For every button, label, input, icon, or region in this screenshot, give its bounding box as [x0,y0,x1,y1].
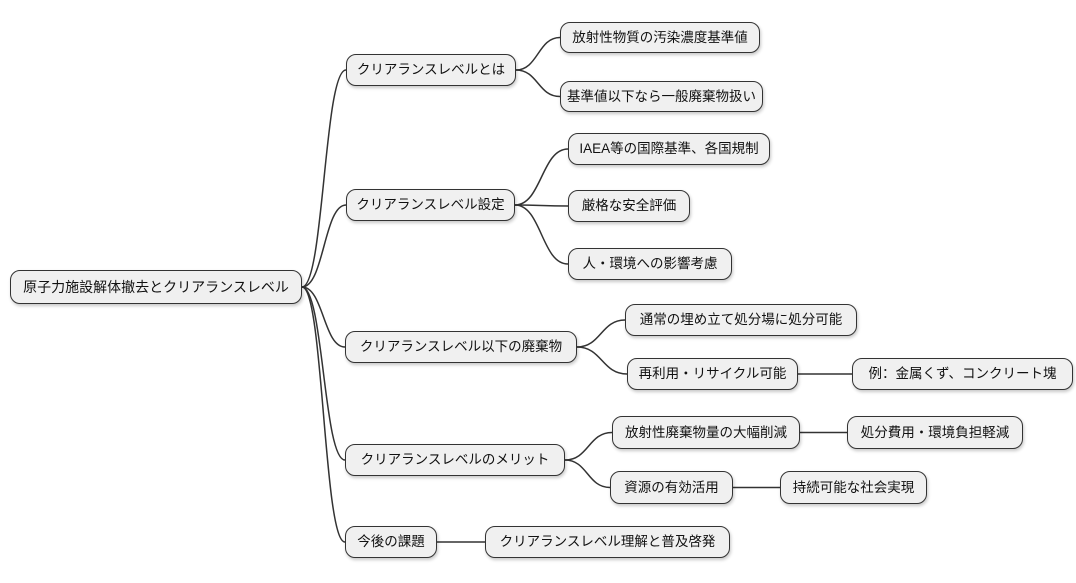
edge-root-b4 [301,286,346,461]
mindmap-node-c42: 資源の有効活用 [610,471,733,504]
edge-root-b1 [301,69,347,288]
mindmap-node-b4: クリアランスレベルのメリット [345,444,565,476]
mindmap-node-b2: クリアランスレベル設定 [346,189,515,221]
mindmap-node-c12: 基準値以下なら一般廃棄物扱い [560,81,763,112]
mindmap-node-d411: 処分費用・環境負担軽減 [847,416,1023,449]
mindmap-node-c32: 再利用・リサイクル可能 [627,358,798,390]
mindmap-node-b5: 今後の課題 [345,526,437,558]
edge-b4-c42 [564,459,611,489]
mindmap-node-c31: 通常の埋め立て処分場に処分可能 [625,304,857,336]
edge-b4-c41 [564,431,613,461]
edge-b1-c12 [515,69,561,98]
edge-root-b3 [301,286,346,348]
mindmap-node-root: 原子力施設解体撤去とクリアランスレベル [10,270,302,304]
mindmap-node-c22: 厳格な安全評価 [568,190,690,222]
edge-root-b5 [301,286,346,543]
mindmap-node-d421: 持続可能な社会実現 [780,471,927,504]
mindmap-node-b3: クリアランスレベル以下の廃棄物 [345,331,577,363]
edge-b2-c21 [514,148,569,206]
mindmap-node-c11: 放射性物質の汚染濃度基準値 [560,22,760,53]
edge-b1-c11 [515,36,561,71]
edge-b3-c32 [576,346,628,375]
mindmap-node-c21: IAEA等の国際基準、各国規制 [568,133,770,165]
mindmap-node-c23: 人・環境への影響考慮 [568,248,732,280]
mindmap-node-c51: クリアランスレベル理解と普及啓発 [485,526,730,558]
edge-b2-c22 [514,204,569,207]
edge-b3-c31 [576,319,626,348]
mindmap-node-b1: クリアランスレベルとは [346,54,516,86]
mindmap-node-c41: 放射性廃棄物量の大幅削減 [612,416,800,449]
mindmap-node-d321: 例：金属くず、コンクリート塊 [852,358,1073,390]
edge-root-b2 [301,204,347,288]
edge-b2-c23 [514,204,569,265]
